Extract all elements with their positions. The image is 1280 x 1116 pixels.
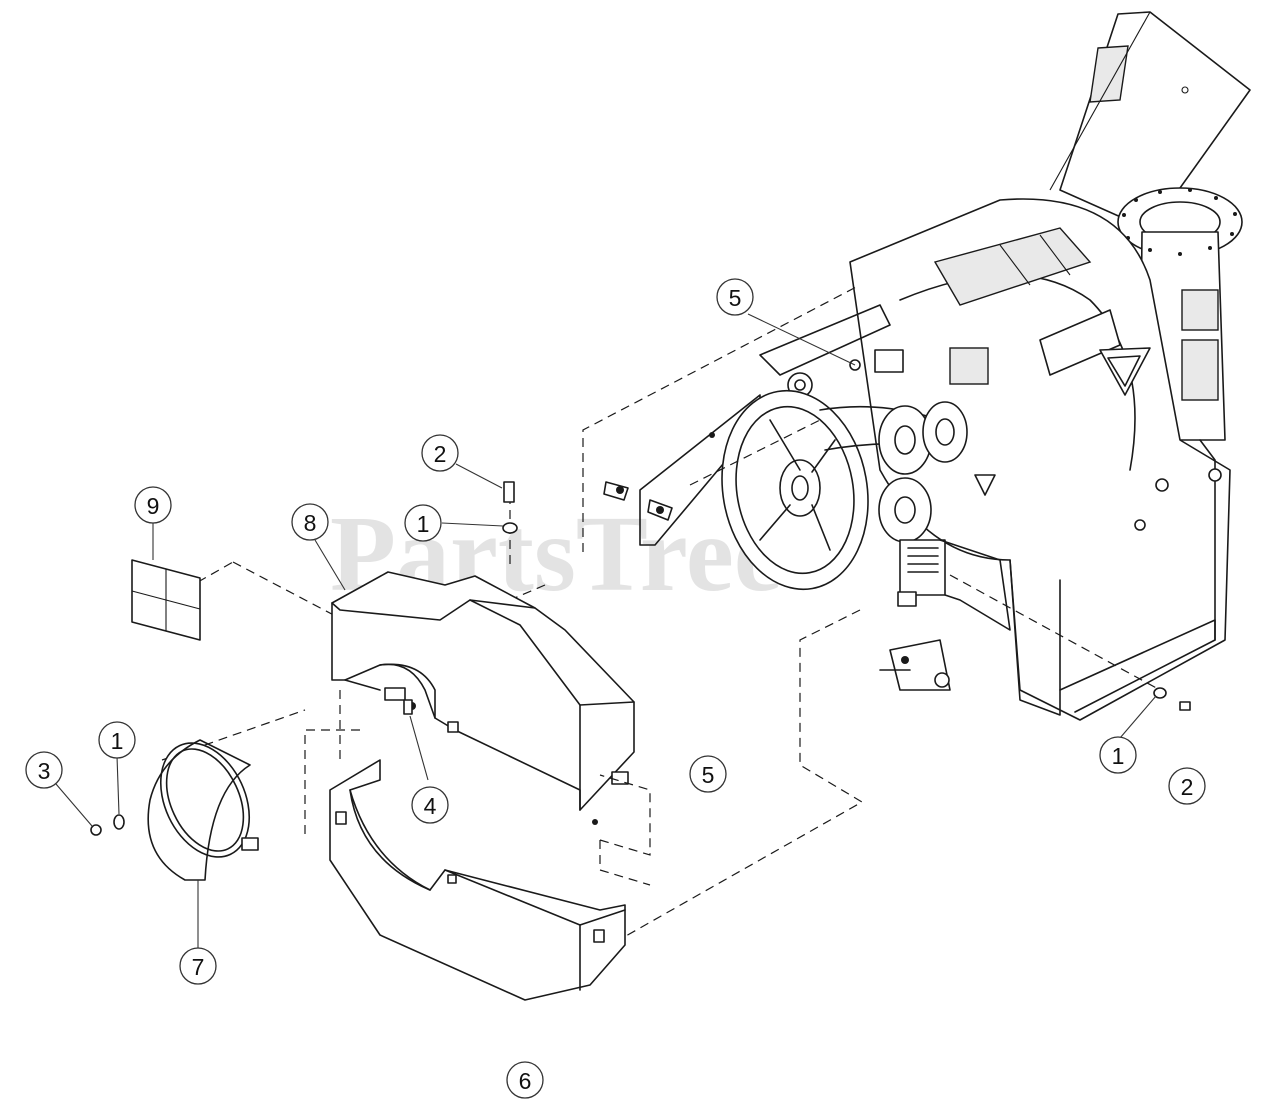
decal <box>131 559 201 641</box>
svg-text:1: 1 <box>417 511 430 537</box>
washer-top <box>502 522 518 534</box>
bolt-right <box>1179 701 1191 711</box>
stud <box>403 699 413 715</box>
callout-5-top[interactable]: 5 <box>716 278 754 316</box>
belt-guard-lower <box>329 759 651 1001</box>
leader-lines <box>55 313 1157 948</box>
callout-6[interactable]: 6 <box>506 1061 544 1099</box>
hardware <box>90 481 1191 836</box>
engine-mount-bracket <box>759 304 891 376</box>
belt-tensioner <box>899 539 946 596</box>
callout-1-top[interactable]: 1 <box>404 504 442 542</box>
svg-text:8: 8 <box>304 510 317 536</box>
svg-text:9: 9 <box>147 493 160 519</box>
callout-3[interactable]: 3 <box>25 751 63 789</box>
chute-decal <box>1089 45 1129 103</box>
svg-text:1: 1 <box>1112 743 1125 769</box>
callout-1-left[interactable]: 1 <box>98 721 136 759</box>
svg-text:3: 3 <box>38 758 51 784</box>
callout-5-mid[interactable]: 5 <box>689 755 727 793</box>
housing-top-decal <box>933 227 1092 306</box>
svg-text:6: 6 <box>519 1068 532 1094</box>
chipper-main-unit <box>603 11 1251 721</box>
svg-text:4: 4 <box>424 793 437 819</box>
drive-pulleys <box>878 401 968 543</box>
svg-text:2: 2 <box>1181 774 1194 800</box>
callouts: 1 1 1 2 2 3 4 5 <box>25 278 1206 1099</box>
callout-1-right[interactable]: 1 <box>1099 736 1137 774</box>
svg-text:1: 1 <box>111 728 124 754</box>
svg-text:5: 5 <box>702 762 715 788</box>
belt-guard-upper <box>331 571 635 825</box>
nut-left <box>90 824 102 836</box>
discharge-flange <box>1117 187 1243 441</box>
washer-right <box>1153 687 1167 699</box>
callout-2-right[interactable]: 2 <box>1168 767 1206 805</box>
callout-9[interactable]: 9 <box>134 486 172 524</box>
callout-8[interactable]: 8 <box>291 503 329 541</box>
bolt-top <box>503 481 515 503</box>
washer-left <box>113 814 125 830</box>
clamp-ring <box>147 739 259 881</box>
svg-text:7: 7 <box>192 954 205 980</box>
svg-text:2: 2 <box>434 441 447 467</box>
callout-4[interactable]: 4 <box>411 786 449 824</box>
svg-text:5: 5 <box>729 285 742 311</box>
driven-pulley <box>721 389 869 591</box>
callout-2-top[interactable]: 2 <box>421 434 459 472</box>
callout-7[interactable]: 7 <box>179 947 217 985</box>
